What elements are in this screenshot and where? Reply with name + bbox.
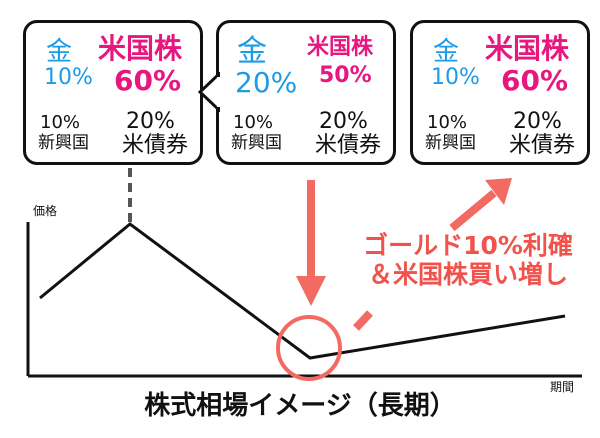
annotation-line-2: ＆米国株買い増し [367,259,568,289]
gold-percent: 20% [235,66,298,99]
diagram-caption: 株式相場イメージ（長期） [144,391,456,421]
us-stock-percent: 60% [114,64,182,97]
price-line [39,222,566,360]
diagonal-arrow-shaft [353,310,373,331]
bond-percent: 20% [319,109,368,134]
bond-percent: 20% [513,109,562,134]
rebalance-annotation: ゴールド10%利確 ＆米国株買い増し [348,231,588,290]
portfolio-box-1: 金 10% 米国株 60% 10% 新興国 20% 米債券 [23,20,203,165]
gold-label: 金 [433,37,460,67]
emerging-percent: 10% [40,112,81,133]
gold-percent: 10% [44,65,93,90]
diagonal-arrow-head [485,178,512,205]
us-stock-label: 米国株 [485,32,570,65]
emerging-label: 新興国 [231,133,282,153]
down-arrow-head [296,276,326,306]
emerging-percent: 10% [427,112,468,133]
speech-pointer [198,72,220,112]
bond-percent: 20% [126,109,175,134]
us-stock-percent: 60% [501,64,569,97]
x-axis-label: 期間 [550,380,575,394]
bottom-highlight-circle [276,315,342,381]
us-stock-label: 米国株 [98,32,183,65]
us-stock-percent: 50% [319,63,372,88]
gold-percent: 10% [431,65,480,90]
portfolio-box-3: 金 10% 米国株 60% 10% 新興国 20% 米債券 [410,20,590,165]
emerging-percent: 10% [233,112,274,133]
us-stock-label: 米国株 [307,35,374,60]
annotation-line-1: ゴールド10%利確 [363,231,573,260]
emerging-label: 新興国 [425,133,476,153]
emerging-label: 新興国 [38,133,89,153]
bond-label: 米債券 [509,133,576,158]
bond-label: 米債券 [315,133,382,158]
gold-label: 金 [237,34,267,69]
y-axis-label: 価格 [33,204,58,218]
bond-label: 米債券 [122,133,189,158]
portfolio-box-2: 金 20% 米国株 50% 10% 新興国 20% 米債券 [216,20,396,165]
diagonal-arrow-shaft-upper [449,189,497,232]
gold-label: 金 [46,37,73,67]
